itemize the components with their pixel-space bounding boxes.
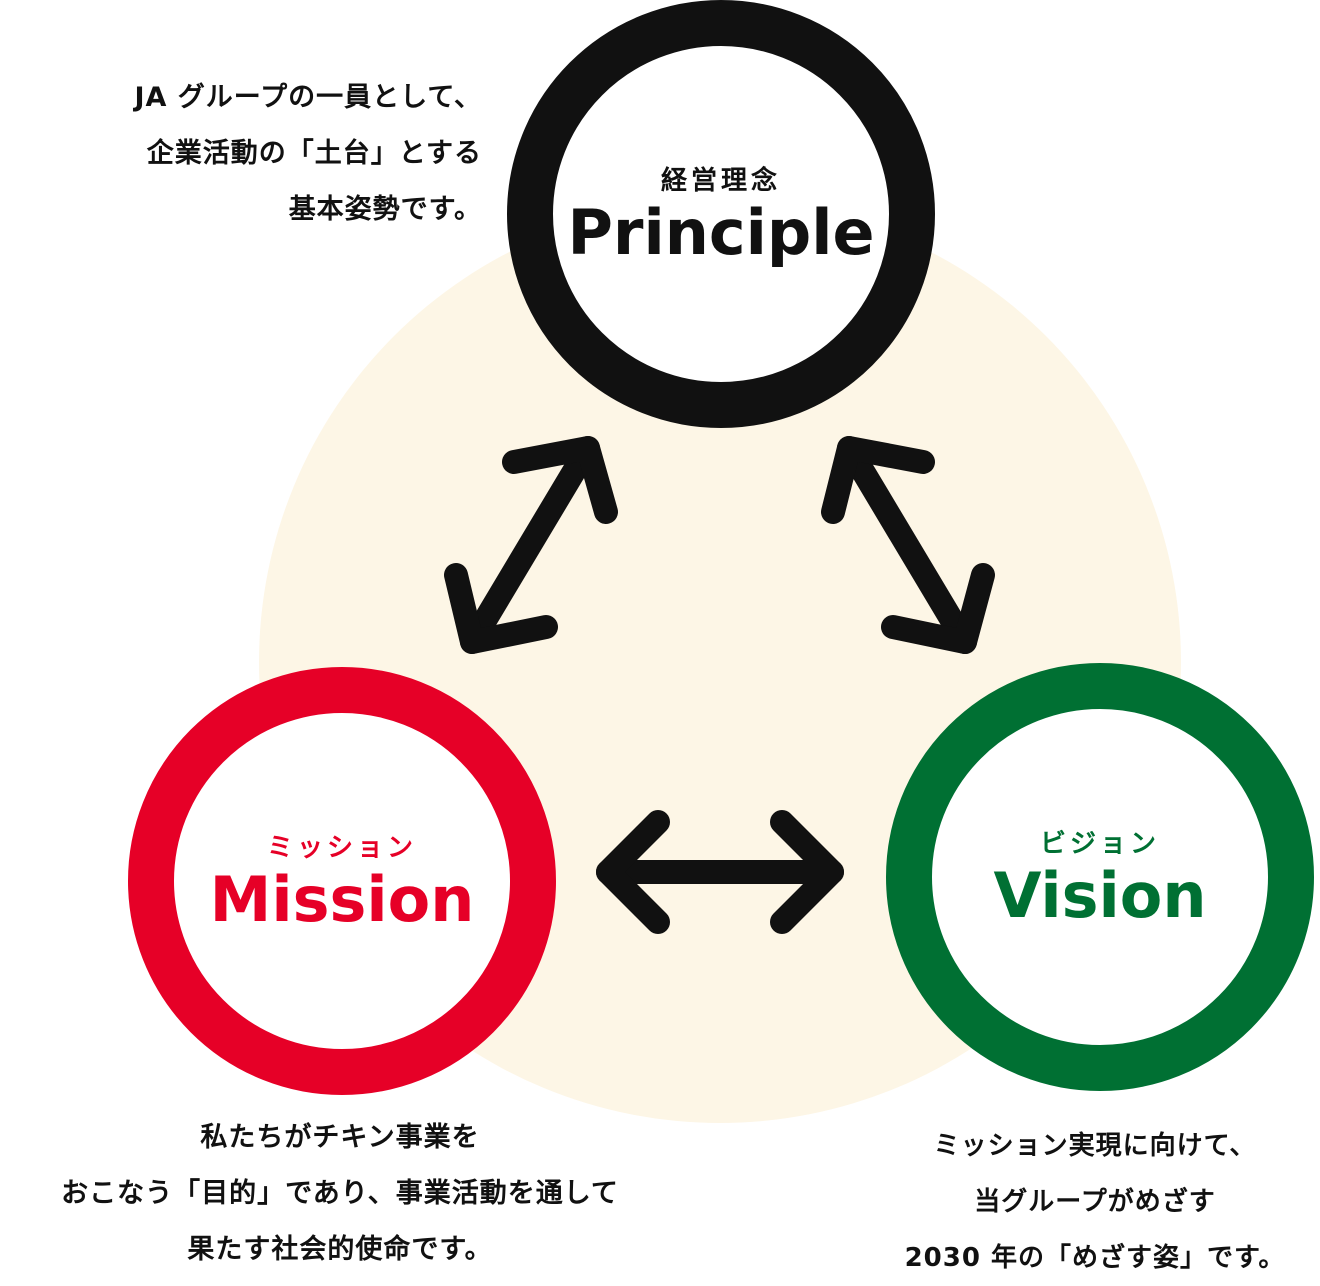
vision-circle: ビジョン Vision [886, 663, 1314, 1091]
mission-title: Mission [209, 863, 475, 937]
mission-description-line: 私たちがチキン事業を [200, 1122, 480, 1153]
arrow-mission-vision-icon [596, 810, 844, 934]
mission-description-line: 果たす社会的使命です。 [187, 1234, 493, 1265]
vision-subtitle: ビジョン [1039, 829, 1160, 860]
mission-subtitle: ミッション [266, 833, 417, 864]
principle-description: JA グループの一員として、 企業活動の「土台」とする 基本姿勢です。 [134, 70, 482, 238]
vision-description-line: 当グループがめざす [974, 1187, 1216, 1217]
arrow-principle-vision-icon [821, 436, 995, 654]
principle-title: Principle [567, 196, 875, 270]
vision-description-line: ミッション実現に向けて、 [933, 1131, 1257, 1161]
principle-description-line: 企業活動の「土台」とする [146, 138, 482, 169]
principle-description-line: JA グループの一員として、 [134, 82, 482, 113]
vision-title: Vision [993, 859, 1207, 933]
principle-subtitle: 経営理念 [660, 166, 781, 197]
arrow-principle-mission-icon [444, 436, 618, 654]
vision-description-line: 2030 年の「めざす姿」です。 [904, 1243, 1286, 1273]
mission-circle: ミッション Mission [128, 667, 556, 1095]
principle-description-line: 基本姿勢です。 [288, 194, 482, 225]
mission-description: 私たちがチキン事業を おこなう「目的」であり、事業活動を通して 果たす社会的使命… [0, 1110, 680, 1278]
principle-circle: 経営理念 Principle [507, 0, 935, 428]
vision-description: ミッション実現に向けて、 当グループがめざす 2030 年の「めざす姿」です。 [870, 1118, 1320, 1286]
mission-description-line: おこなう「目的」であり、事業活動を通して [61, 1178, 619, 1209]
